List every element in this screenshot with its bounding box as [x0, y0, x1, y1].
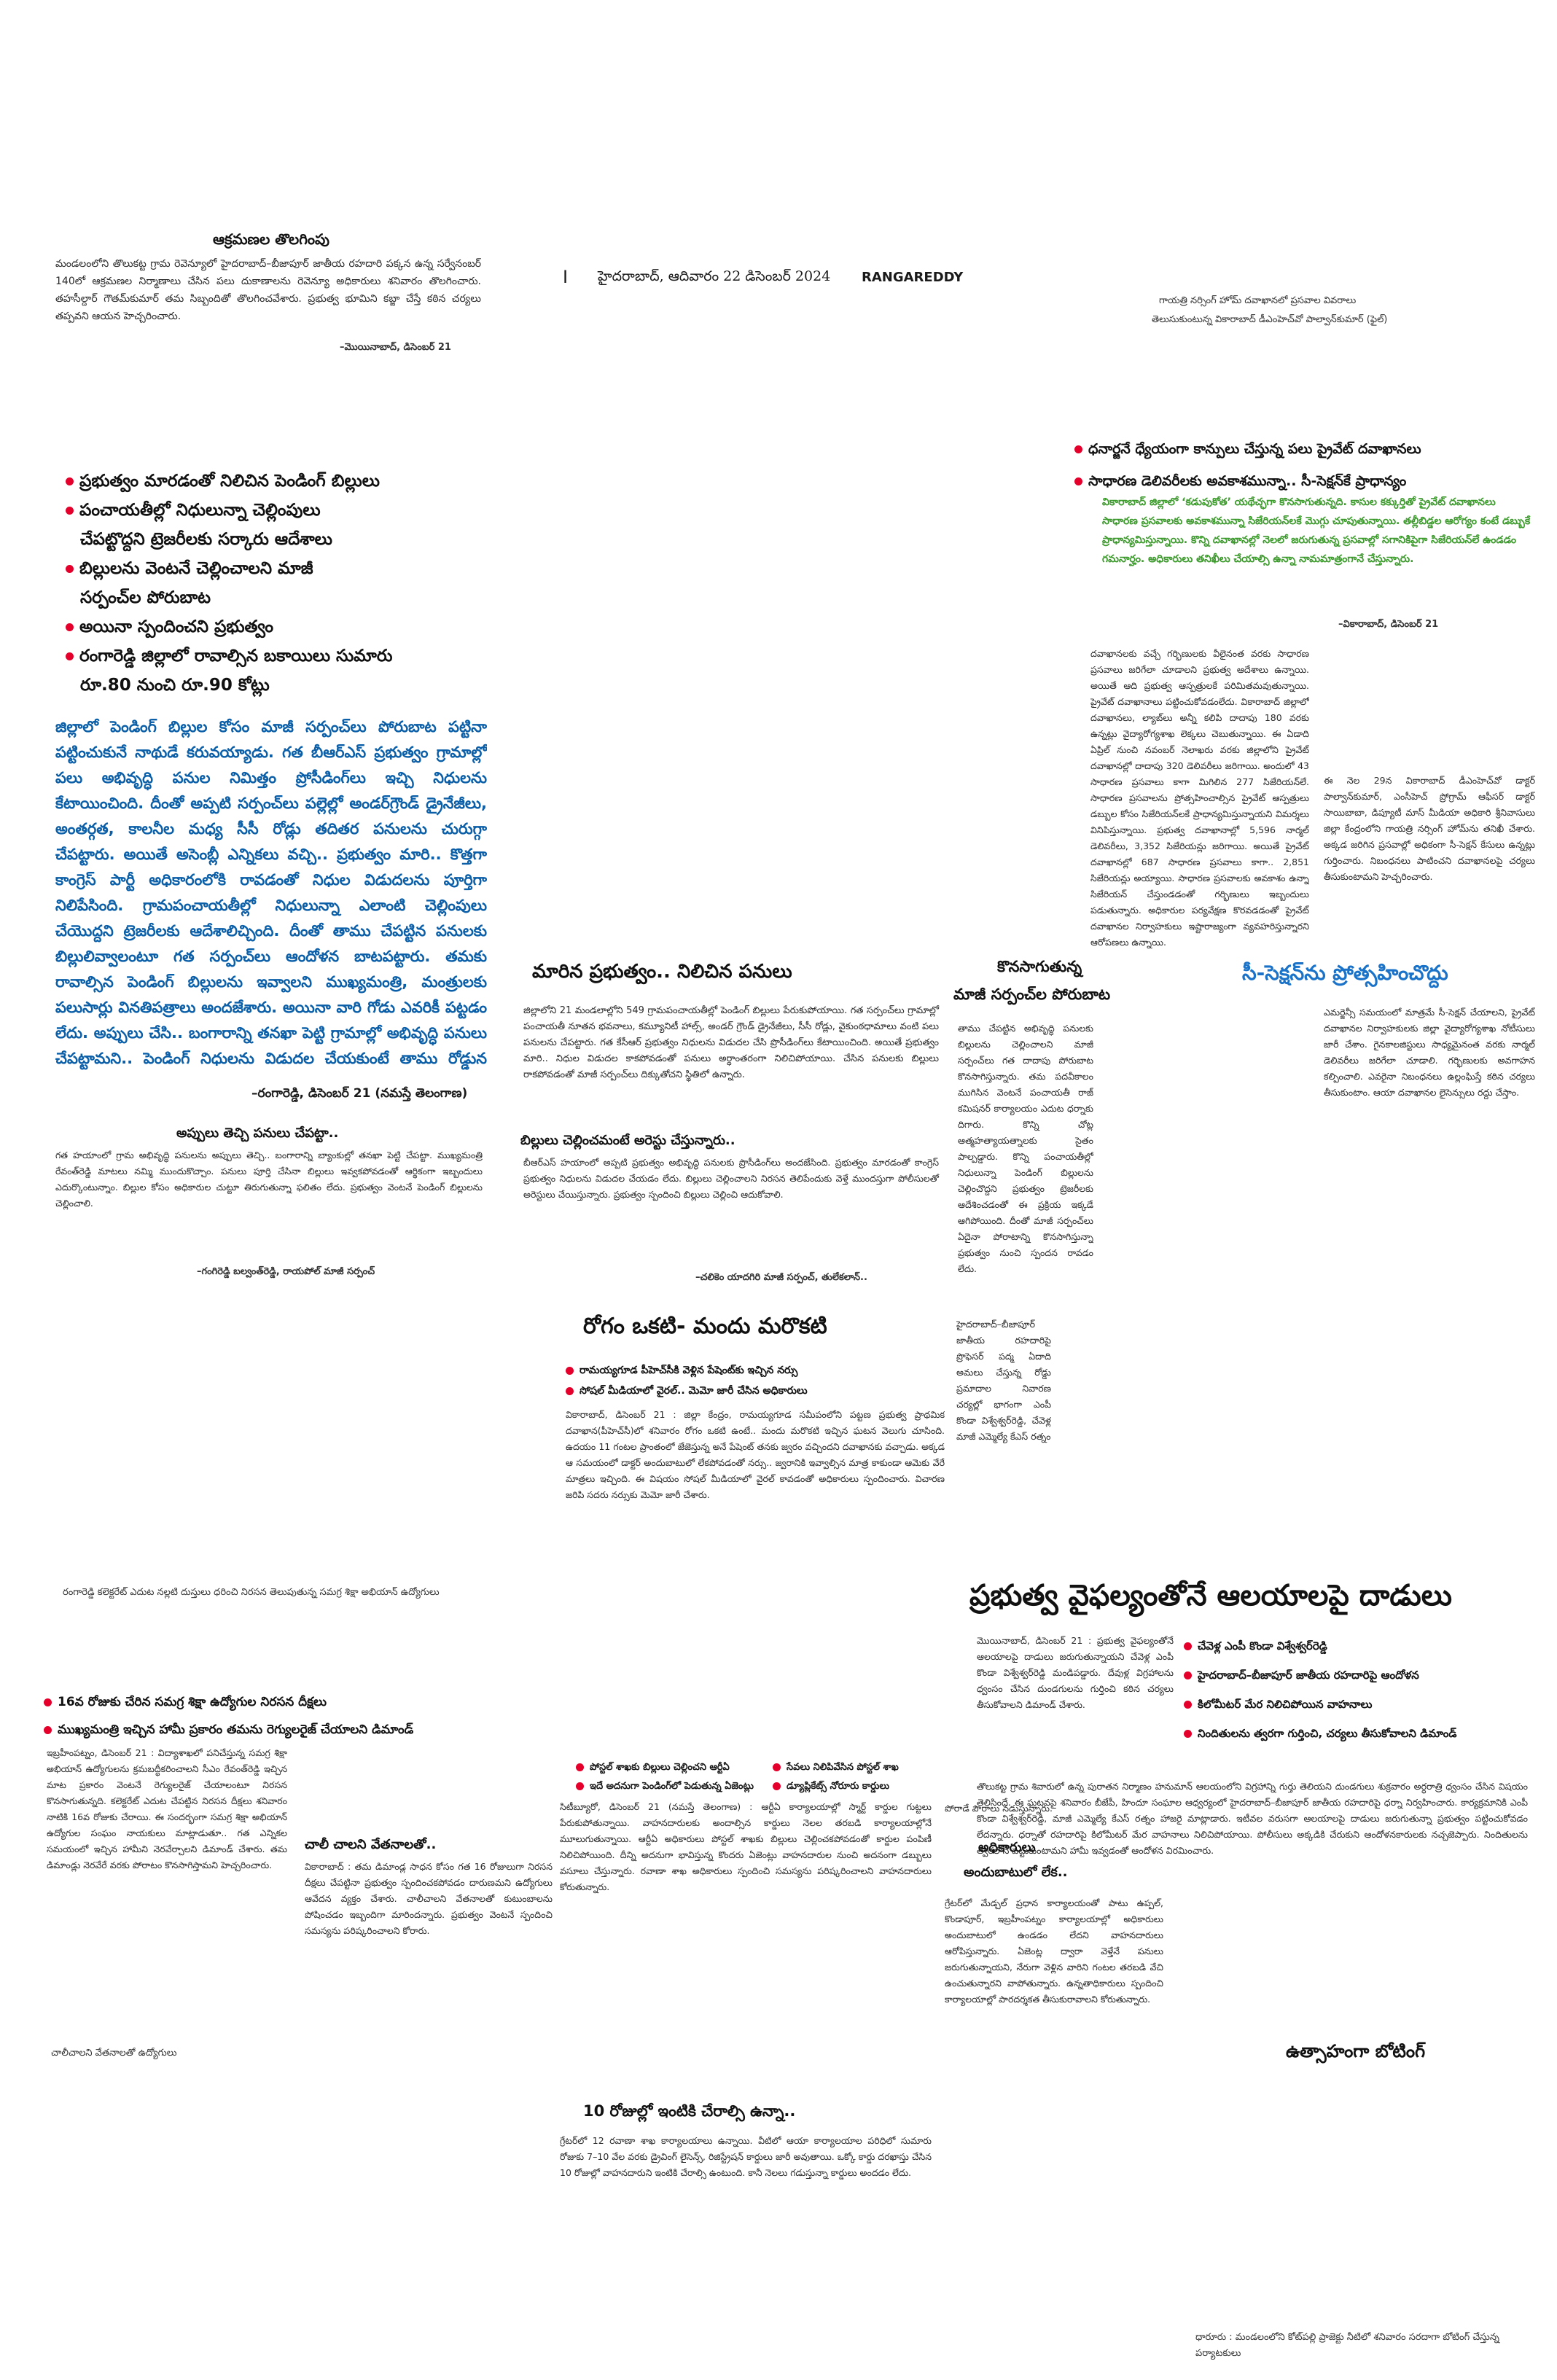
alayalu-bullets: చేవెళ్ల ఎంపీ కొండా విశ్వేశ్వర్‌రెడ్డి హై…: [1184, 1631, 1526, 1748]
bullet-item: సర్పంచ్‌ల పోరుబాట: [80, 588, 211, 607]
bullet-dot-icon: [66, 623, 74, 631]
bullet-dot-icon: [773, 1763, 781, 1771]
photo-caption-ssa: రంగారెడ్డి కలెక్టరేట్ ఎదుట నల్లటి దుస్తు…: [63, 1587, 440, 1598]
bullet-item: సాధారణ డెలివరీలకు అవకాశమున్నా.. సీ-సెక్ష…: [1074, 465, 1526, 497]
bullet-dot-icon: [1074, 445, 1082, 453]
bullet-dot-icon: [1184, 1642, 1192, 1650]
bullet-item: ధనార్జనే ధ్యేయంగా కాన్పులు చేస్తున్న పలు…: [1074, 433, 1526, 465]
ssa-bullets: 16వ రోజుకు చేరిన సమగ్ర శిక్షా ఉద్యోగుల న…: [44, 1688, 554, 1744]
bullet-dot-icon: [566, 1366, 574, 1375]
bullet-item: 16వ రోజుకు చేరిన సమగ్ర శిక్షా ఉద్యోగుల న…: [44, 1688, 554, 1716]
bullet-dot-icon: [66, 565, 74, 573]
page-marker: I: [563, 267, 569, 287]
postal-sub-title: 10 రోజుల్లో ఇంటికి చేరాల్సి ఉన్నా..: [583, 2102, 796, 2120]
csection-body: ఎమర్జెన్సీ సమయంలో మాత్రమే సీ-సెక్షన్ చేయ…: [1324, 1007, 1535, 1098]
bullet-item: ఇదే అదనుగా పెండింగ్‌లో పెడుతున్న ఏజెంట్ల…: [576, 1777, 1013, 1796]
appulu-body: గత హయాంలో గ్రామ అభివృద్ధి పనులను అప్పులు…: [55, 1150, 483, 1209]
bullet-item: చేవెళ్ల ఎంపీ కొండా విశ్వేశ్వర్‌రెడ్డి: [1184, 1631, 1526, 1661]
bullet-item: ముఖ్యమంత్రి ఇచ్చిన హామీ ప్రకారం తమను రెగ…: [44, 1716, 554, 1744]
alayalu-body-wide: తొలుకట్ట గ్రామ శివారులో ఉన్న పురాతన నిర్…: [977, 1781, 1528, 1856]
maarina-body: జిల్లాలోని 21 మండలాల్లోని 549 గ్రామపంచాయ…: [523, 1005, 939, 1080]
rogam-bullets: రామయ్యగూడ పీహెచ్‌సీకి వెళ్లిన పేషెంట్‌కు…: [566, 1360, 808, 1401]
bullet-dot-icon: [66, 477, 74, 485]
konasaagutunna-title-2: మాజీ సర్పంచ్‌ల పోరుబాట: [953, 986, 1111, 1003]
ssa-photo-caption: చాలీచాలని వేతనాలతో ఉద్యోగులు: [51, 2048, 177, 2059]
billulu-title: బిల్లులు చెల్లించమంటే అరెస్టు చేస్తున్నా…: [520, 1133, 735, 1148]
boating-caption: ఉత్సాహంగా బోటింగ్: [1286, 2041, 1426, 2061]
officials-title-1: అధికారులు: [978, 1840, 1036, 1855]
maarina-title: మారిన ప్రభుత్వం.. నిలిచిన పనులు: [532, 961, 792, 983]
postal-side: పోరాడే పౌరాలు నడుస్తున్నారు.: [945, 1803, 1053, 1814]
bullet-dot-icon: [66, 507, 74, 515]
private-hospitals-dateline: –వికారాబాద్, డిసెంబర్ 21: [1338, 619, 1439, 630]
bullet-item: నిందితులను త్వరగా గుర్తించి, చర్యలు తీసు…: [1184, 1719, 1526, 1748]
section-name: RANGAREDDY: [862, 270, 964, 285]
dateline: హైదరాబాద్, ఆదివారం 22 డిసెంబర్ 2024: [598, 268, 831, 284]
bullet-item: కిలోమీటర్ మేర నిలిచిపోయిన వాహనాలు: [1184, 1690, 1526, 1719]
bullet-item: బిల్లులను వెంటనే చెల్లించాలని మాజీ: [66, 554, 474, 583]
rogam-side: హైదరాబాద్–బీజాపూర్ జాతీయ రహదారిపై ప్రొఫె…: [956, 1319, 1051, 1442]
postal-bullets: పోస్టల్ శాఖకు బిల్లులు చెల్లించని ఆర్టీఏ…: [576, 1758, 1013, 1796]
bullet-item: పోస్టల్ శాఖకు బిల్లులు చెల్లించని ఆర్టీఏ: [576, 1758, 1013, 1777]
alayalu-body-col: మొయినాబాద్, డిసెంబర్ 21 : ప్రభుత్వ వైఫల్…: [977, 1635, 1174, 1710]
csection-title: సీ-సెక్షన్‌ను ప్రోత్సహించొద్దు: [1242, 961, 1448, 985]
bullet-dot-icon: [1184, 1701, 1192, 1709]
private-hospitals-body-left: దవాఖానలకు వచ్చే గర్భిణులకు వీలైనంత వరకు …: [1090, 648, 1309, 948]
bullet-item: చేపట్టొద్దని ట్రెజరీలకు సర్కారు ఆదేశాలు: [80, 530, 332, 549]
appulu-title: అప్పులు తెచ్చి పనులు చేపట్టా..: [176, 1125, 339, 1141]
pending-bills-dateline: –రంగారెడ్డి, డిసెంబర్ 21 (నమస్తే తెలంగాణ…: [251, 1086, 468, 1101]
officials-title-2: అందుబాటులో లేక..: [964, 1865, 1068, 1880]
bullet-item: డ్యూప్లికేట్స్ నోరూరు కార్డులు: [773, 1777, 889, 1796]
encroachment-body: మండలంలోని తొలుకట్ట గ్రామ రెవెన్యూలో హైదర…: [55, 258, 481, 322]
pending-bills-intro: జిల్లాలో పెండింగ్ బిల్లుల కోసం మాజీ సర్ప…: [55, 718, 487, 1067]
bullet-dot-icon: [1184, 1730, 1192, 1738]
boating-credit: ధారూరు : మండలంలోని కోట్‌పల్లి ప్రాజెక్టు…: [1195, 2332, 1499, 2359]
bullet-dot-icon: [66, 652, 74, 660]
appulu-byline: –గంగిరెడ్డి బల్వంత్‌రెడ్డి, రాయపోల్ మాజీ…: [197, 1266, 375, 1277]
private-hospitals-body-right: ఈ నెల 29న వికారాబాద్ డీఎంహెచ్‌వో డాక్టర్…: [1324, 775, 1535, 882]
bullet-item: సేవలు నిలిపివేసిన పోస్టల్ శాఖ: [773, 1758, 899, 1777]
officials-body: గ్రేటర్‌లో మేడ్చల్ ప్రధాన కార్యాలయంతో పా…: [945, 1897, 1163, 2005]
bullet-dot-icon: [576, 1763, 584, 1771]
billulu-byline: –చలికెం యాదగిరి మాజీ సర్పంచ్, తులేకలాన్.…: [695, 1272, 867, 1283]
pending-bills-bullets: ప్రభుత్వం మారడంతో నిలిచిన పెండింగ్ బిల్ల…: [66, 467, 474, 700]
bullet-item: రంగారెడ్డి జిల్లాలో రావాల్సిన బకాయిలు సు…: [66, 641, 474, 671]
rogam-body: వికారాబాద్, డిసెంబర్ 21 : జిల్లా కేంద్రం…: [566, 1409, 945, 1500]
bullet-item: సోషల్ మీడియాలో వైరల్.. మెమో జారీ చేసిన అ…: [566, 1381, 808, 1401]
encroachment-title: ఆక్రమణల తొలగింపు: [213, 230, 329, 248]
bullet-dot-icon: [1184, 1671, 1192, 1679]
bullet-dot-icon: [1074, 477, 1082, 485]
bullet-item: హైదరాబాద్–బీజాపూర్ జాతీయ రహదారిపై ఆందోళన: [1184, 1661, 1526, 1690]
bullet-dot-icon: [566, 1386, 574, 1395]
bullet-dot-icon: [44, 1698, 52, 1706]
ssa-sub-body: వికారాబాద్ : తమ డిమాండ్ల సాధన కోసం గత 16…: [305, 1861, 553, 1936]
encroachment-dateline: –మొయినాబాద్, డిసెంబర్ 21: [340, 342, 451, 353]
bullet-item: రూ.80 నుంచి రూ.90 కోట్లు: [80, 676, 270, 695]
private-hospitals-bullets: ధనార్జనే ధ్యేయంగా కాన్పులు చేస్తున్న పలు…: [1074, 433, 1526, 497]
bullet-item: రామయ్యగూడ పీహెచ్‌సీకి వెళ్లిన పేషెంట్‌కు…: [566, 1360, 808, 1381]
ssa-body: ఇబ్రహీంపట్నం, డిసెంబర్ 21 : విద్యాశాఖలో …: [47, 1747, 287, 1870]
photo-caption-line2: తెలుసుకుంటున్న వికారాబాద్ డీఎంహెచ్‌వో పా…: [1152, 314, 1388, 325]
bullet-dot-icon: [44, 1725, 52, 1734]
bullet-item: ప్రభుత్వం మారడంతో నిలిచిన పెండింగ్ బిల్ల…: [66, 467, 474, 496]
alayalu-title: ప్రభుత్వ వైఫల్యంతోనే ఆలయాలపై దాడులు: [969, 1579, 1452, 1612]
rogam-title: రోగం ఒకటి- మందు మరొకటి: [583, 1314, 827, 1339]
bullet-dot-icon: [576, 1782, 584, 1790]
billulu-body: బీఆర్‌ఎస్ హయాంలో అప్పటి ప్రభుత్వం అభివృద…: [523, 1157, 939, 1200]
ssa-sub-title: చాలీ చాలని వేతనాలతో..: [305, 1837, 437, 1852]
bullet-item: పంచాయతీల్లో నిధులున్నా చెల్లింపులు: [66, 496, 474, 525]
bullet-item: అయినా స్పందించని ప్రభుత్వం: [66, 612, 474, 641]
private-hospitals-highlight: వికారాబాద్ జిల్లాలో ‘కడుపుకోత’ యథేచ్ఛగా …: [1102, 496, 1531, 565]
photo-caption-line1: గాయత్రి నర్సింగ్ హోమ్ దవాఖానలో ప్రసవాల వ…: [1159, 295, 1357, 306]
postal-sub-body: గ్రేటర్‌లో 12 రవాణా శాఖ కార్యాలయాలు ఉన్న…: [560, 2135, 932, 2178]
bullet-dot-icon: [773, 1782, 781, 1790]
konasaagutunna-body: తాము చేపట్టిన అభివృద్ధి పనులకు బిల్లులను…: [958, 1023, 1093, 1274]
postal-body: సిటీబ్యూరో, డిసెంబర్ 21 (నమస్తే తెలంగాణ)…: [560, 1801, 932, 1892]
konasaagutunna-title-1: కొనసాగుతున్న: [997, 958, 1082, 975]
